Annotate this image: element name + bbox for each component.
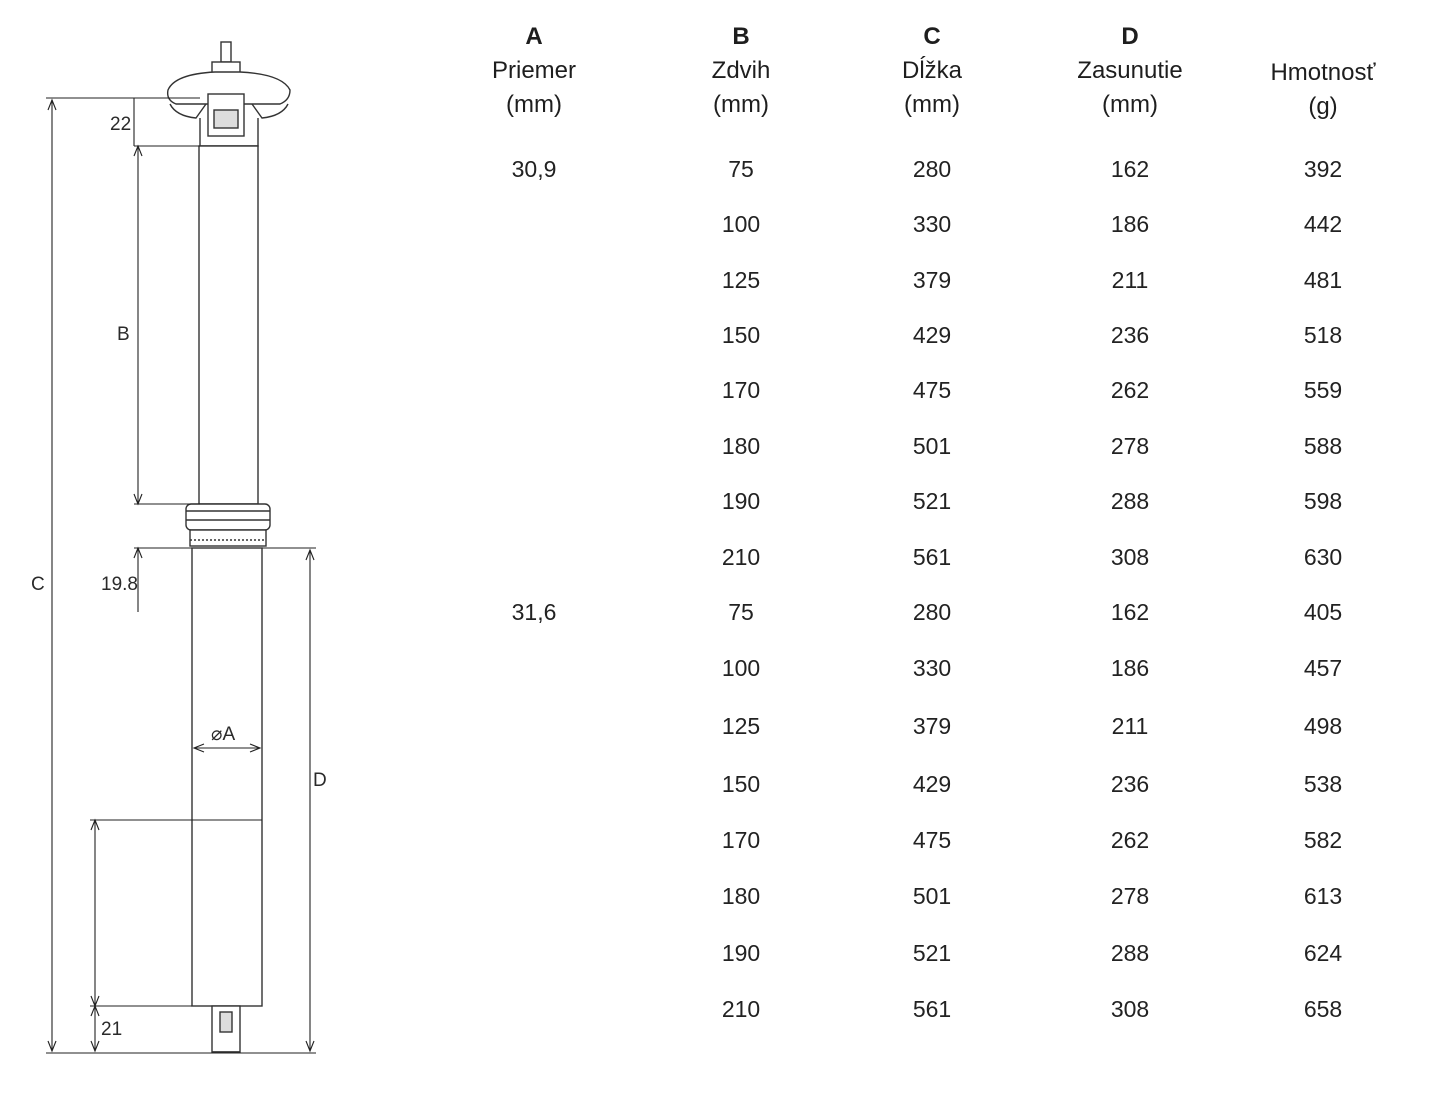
column-header-text: (mm) — [713, 91, 769, 118]
table-cell-insertion: 236 — [1110, 322, 1150, 348]
table-cell-stroke: 180 — [721, 883, 761, 909]
column-header-text: Zasunutie — [1077, 57, 1183, 84]
table-cell-insertion: 278 — [1110, 883, 1150, 909]
dimension-label-bottom: 21 — [101, 1019, 122, 1040]
table-cell-stroke: 150 — [721, 322, 761, 348]
saddle-clamp-head — [166, 71, 291, 147]
table-cell-length: 501 — [912, 433, 952, 459]
column-header-text: (mm) — [1102, 91, 1158, 118]
column-header-stroke: B Zdvih (mm) — [646, 20, 836, 122]
seal-collar — [185, 503, 271, 547]
table-cell-insertion: 211 — [1111, 267, 1149, 293]
table-cell-stroke: 125 — [721, 713, 761, 739]
table-cell-length: 521 — [912, 488, 952, 514]
table-cell-weight: 498 — [1303, 713, 1343, 739]
column-header-length: C Dĺžka (mm) — [837, 20, 1027, 122]
dimension-label-collar: 19.8 — [101, 574, 138, 595]
table-cell-insertion: 308 — [1110, 996, 1150, 1022]
table-cell-length: 379 — [912, 713, 952, 739]
table-cell-stroke: 100 — [721, 655, 761, 681]
column-header-diameter: A Priemer (mm) — [439, 20, 629, 122]
column-header-weight: Hmotnosť (g) — [1228, 56, 1418, 124]
table-cell-stroke: 170 — [721, 827, 761, 853]
table-cell-weight: 559 — [1303, 377, 1343, 403]
table-cell-insertion: 288 — [1110, 488, 1150, 514]
table-cell-weight: 588 — [1303, 433, 1343, 459]
remote-actuator — [211, 1005, 241, 1053]
table-cell-weight: 624 — [1303, 940, 1343, 966]
table-cell-length: 429 — [912, 322, 952, 348]
table-cell-insertion: 162 — [1110, 599, 1150, 625]
table-cell-insertion: 186 — [1110, 655, 1150, 681]
column-header-text: Hmotnosť — [1270, 59, 1376, 86]
seatpost-dimension-drawing: 22 B C 19.8 ⌀A D 21 — [31, 41, 327, 1054]
table-cell-insertion: 308 — [1110, 544, 1150, 570]
column-header-text: Zdvih — [711, 57, 771, 84]
column-letter: B — [732, 23, 750, 50]
table-cell-insertion: 236 — [1110, 771, 1150, 797]
table-cell-weight: 598 — [1303, 488, 1343, 514]
dimension-label-diameter: ⌀A — [211, 724, 235, 745]
column-header-text: Priemer — [491, 57, 576, 84]
table-cell-stroke: 190 — [721, 488, 761, 514]
table-cell-length: 561 — [912, 544, 952, 570]
table-cell-stroke: 150 — [721, 771, 761, 797]
column-header-text: (mm) — [904, 91, 960, 118]
dimension-label-stroke: B — [117, 324, 130, 345]
lower-tube — [191, 547, 263, 1007]
table-cell-stroke: 180 — [721, 433, 761, 459]
table-cell-diameter: 30,9 — [511, 156, 557, 182]
table-cell-stroke: 190 — [721, 940, 761, 966]
column-letter: D — [1121, 23, 1139, 50]
table-cell-length: 501 — [912, 883, 952, 909]
table-cell-insertion: 262 — [1110, 377, 1150, 403]
table-cell-stroke: 210 — [721, 544, 761, 570]
table-cell-length: 475 — [912, 377, 952, 403]
column-header-text: Dĺžka — [901, 57, 962, 84]
table-cell-weight: 582 — [1303, 827, 1343, 853]
dimension-label-top: 22 — [110, 114, 131, 135]
table-cell-insertion: 162 — [1110, 156, 1150, 182]
table-cell-stroke: 75 — [728, 156, 754, 182]
table-cell-diameter: 31,6 — [511, 599, 557, 625]
table-cell-insertion: 288 — [1110, 940, 1150, 966]
table-cell-weight: 538 — [1303, 771, 1343, 797]
table-cell-weight: 442 — [1303, 211, 1343, 237]
dimension-label-insertion: D — [313, 770, 327, 791]
table-cell-weight: 518 — [1303, 322, 1343, 348]
table-cell-length: 561 — [912, 996, 952, 1022]
table-cell-stroke: 210 — [721, 996, 761, 1022]
table-cell-weight: 392 — [1303, 156, 1343, 182]
column-header-text: (mm) — [506, 91, 562, 118]
column-header-text: (g) — [1308, 93, 1338, 120]
column-letter: C — [923, 23, 941, 50]
table-cell-length: 429 — [912, 771, 952, 797]
table-cell-length: 330 — [912, 211, 952, 237]
table-cell-weight: 481 — [1303, 267, 1343, 293]
table-cell-stroke: 75 — [728, 599, 754, 625]
table-cell-insertion: 262 — [1110, 827, 1150, 853]
table-cell-insertion: 278 — [1110, 433, 1150, 459]
table-cell-length: 475 — [912, 827, 952, 853]
table-cell-weight: 658 — [1303, 996, 1343, 1022]
column-letter: A — [525, 23, 543, 50]
table-cell-weight: 630 — [1303, 544, 1343, 570]
table-cell-weight: 613 — [1303, 883, 1343, 909]
table-cell-stroke: 100 — [721, 211, 761, 237]
table-cell-length: 379 — [912, 267, 952, 293]
table-cell-weight: 405 — [1303, 599, 1343, 625]
table-cell-insertion: 211 — [1111, 713, 1149, 739]
column-header-insertion: D Zasunutie (mm) — [1035, 20, 1225, 122]
table-cell-length: 521 — [912, 940, 952, 966]
table-cell-length: 280 — [912, 599, 952, 625]
table-cell-stroke: 170 — [721, 377, 761, 403]
table-cell-length: 330 — [912, 655, 952, 681]
table-cell-insertion: 186 — [1110, 211, 1150, 237]
table-cell-stroke: 125 — [721, 267, 761, 293]
table-cell-weight: 457 — [1303, 655, 1343, 681]
table-cell-length: 280 — [912, 156, 952, 182]
dimension-label-overall: C — [31, 574, 45, 595]
